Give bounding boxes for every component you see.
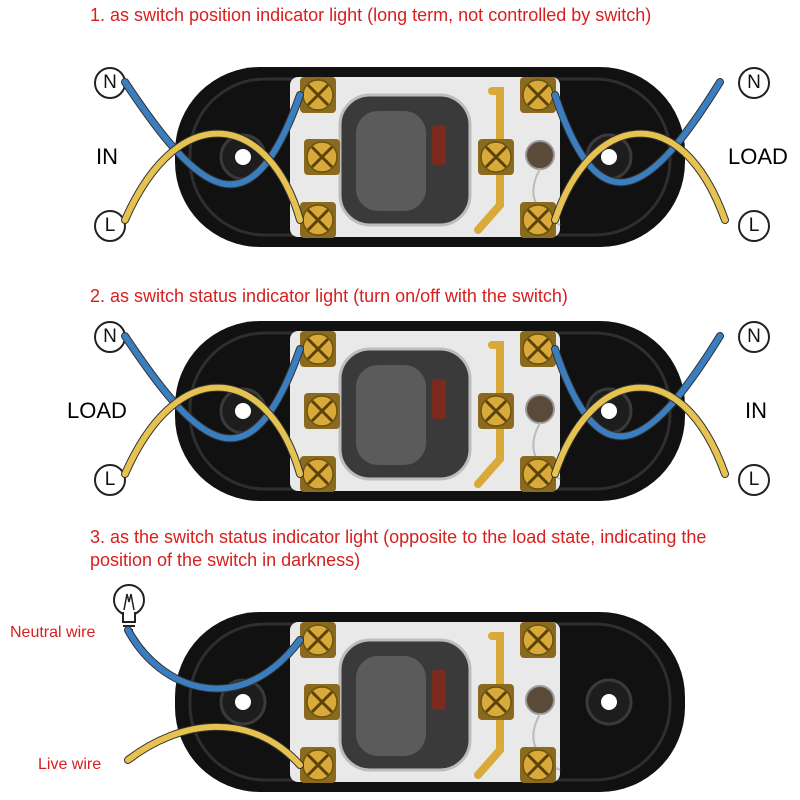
switch-2-right-neutral-wire (552, 333, 723, 440)
diagram-1-right-label: LOAD (728, 144, 788, 169)
switch-2-mount-hole-right-center (601, 403, 617, 419)
diagram-1-right-n-terminal: N (738, 67, 770, 99)
switch-2-right-live-wire (552, 384, 728, 477)
live-wire-label: Live wire (38, 756, 102, 773)
diagram-1-left-l-terminal: L (94, 210, 126, 242)
diagram-1-switch (121, 67, 729, 247)
light-bulb-icon (113, 584, 145, 631)
switch-3-screw-mid-left-slot2 (310, 690, 334, 714)
switch-3-indicator-window (432, 670, 446, 710)
switch-3-screw-bottom-left-slot2 (306, 753, 330, 777)
switch-2-indicator-window (432, 379, 446, 419)
switch-1-screw-top-right-slot2 (526, 83, 550, 107)
diagram-1-left-n-terminal: N (94, 67, 126, 99)
switch-1-screw-bottom-left-slot2 (306, 208, 330, 232)
switch-1-left-neutral-wire (122, 79, 303, 188)
diagram-3-caption-line1: 3. as the switch status indicator light … (90, 527, 707, 547)
switch-3-neon-lamp (525, 685, 555, 715)
switch-3-screw-bottom-right-slot2 (526, 753, 550, 777)
switch-2-screw-top-right-slot2 (526, 337, 550, 361)
switch-3-screw-top-left-slot2 (306, 628, 330, 652)
switch-2-neon-lamp (525, 394, 555, 424)
switch-3-screw-mid-right-slot2 (484, 690, 508, 714)
switch-2-screw-bottom-right-slot2 (526, 462, 550, 486)
diagram-2-switch (121, 321, 729, 501)
switch-3-neutral-wire (125, 627, 303, 692)
switch-2-screw-mid-right-slot2 (484, 399, 508, 423)
switch-1-indicator-window (432, 125, 446, 165)
switch-3-live-wire (125, 723, 303, 768)
diagram-2-left-l-terminal: L (94, 464, 126, 496)
switch-1-right-live-wire (552, 130, 728, 223)
diagram-2-caption: 2. as switch status indicator light (tur… (90, 286, 568, 306)
switch-1-right-neutral-wire (552, 79, 723, 186)
diagram-2-right-label: IN (745, 398, 767, 423)
switch-1-screw-top-left-slot2 (306, 83, 330, 107)
switch-2-screw-mid-left-slot2 (310, 399, 334, 423)
diagram-3-switch (124, 612, 685, 792)
switch-1-neon-lamp (525, 140, 555, 170)
diagram-1-caption: 1. as switch position indicator light (l… (90, 5, 652, 25)
switch-3-screw-top-right-slot2 (526, 628, 550, 652)
switch-2-screw-bottom-left-slot2 (306, 462, 330, 486)
switch-1-screw-mid-left-slot2 (310, 145, 334, 169)
switch-2-screw-top-left-slot2 (306, 337, 330, 361)
neutral-wire-label: Neutral wire (10, 624, 96, 641)
switch-1-screw-mid-right-slot2 (484, 145, 508, 169)
diagram-2-right-n-terminal: N (738, 321, 770, 353)
switch-3-mount-hole-left-center (235, 694, 251, 710)
switch-3-mount-hole-right-center (601, 694, 617, 710)
diagram-2-right-l-terminal: L (738, 464, 770, 496)
switch-1-mount-hole-right-center (601, 149, 617, 165)
switch-1-left-live-wire (122, 130, 303, 223)
switch-2-left-neutral-wire (122, 333, 303, 442)
switch-2-rocker-highlight (356, 365, 426, 465)
switch-1-mount-hole-left-center (235, 149, 251, 165)
switch-2-left-live-wire (122, 384, 303, 477)
diagram-1-right-l-terminal: L (738, 210, 770, 242)
diagram-1-left-label: IN (96, 144, 118, 169)
switch-1-screw-bottom-right-slot2 (526, 208, 550, 232)
switch-3-rocker-highlight (356, 656, 426, 756)
diagram-2-left-label: LOAD (67, 398, 127, 423)
diagram-3-caption-line2: position of the switch in darkness) (90, 550, 361, 570)
switch-2-mount-hole-left-center (235, 403, 251, 419)
switch-1-rocker-highlight (356, 111, 426, 211)
